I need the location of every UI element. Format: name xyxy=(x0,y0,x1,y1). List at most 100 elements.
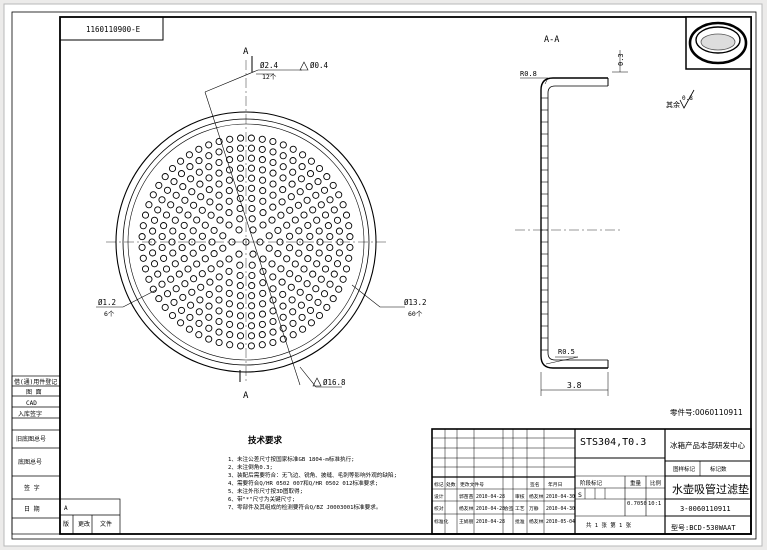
tech-line: 5、未注外形尺寸按3D图取得; xyxy=(228,487,303,495)
perforation-hole xyxy=(162,265,171,273)
perforation-hole xyxy=(300,265,308,273)
perforation-hole xyxy=(329,295,337,303)
perforation-hole xyxy=(279,141,287,149)
perforation-hole xyxy=(317,201,325,209)
perforation-hole xyxy=(259,267,267,275)
perforation-hole xyxy=(207,211,215,219)
perforation-hole xyxy=(315,311,324,320)
rev-label: 版 xyxy=(63,520,69,528)
title-block xyxy=(431,428,752,535)
perforation-hole xyxy=(138,233,146,241)
perforation-hole xyxy=(317,275,325,283)
perforation-hole xyxy=(314,298,322,306)
perforation-hole xyxy=(145,201,153,209)
perforation-hole xyxy=(177,319,185,327)
perforation-hole xyxy=(149,227,157,235)
perforation-hole xyxy=(247,144,256,152)
perforation-hole xyxy=(258,135,266,143)
perforation-hole xyxy=(286,270,294,278)
perforation-hole xyxy=(225,279,233,287)
perforation-hole xyxy=(286,232,294,240)
perforation-hole xyxy=(313,260,321,268)
approval: 工艺 xyxy=(515,506,525,512)
perforation-hole xyxy=(226,320,234,328)
perforation-hole xyxy=(219,232,227,240)
rest-finish-label: 其余 xyxy=(666,100,680,109)
perforation-hole xyxy=(259,187,267,195)
perforation-hole xyxy=(236,302,244,310)
perforation-hole xyxy=(201,221,209,229)
dim-count-6: 6个 xyxy=(104,310,115,318)
perforation-hole xyxy=(289,319,297,327)
perforation-hole xyxy=(339,275,347,283)
part-name: 水壶吸管过滤垫 xyxy=(672,482,749,496)
perforation-hole xyxy=(178,244,186,252)
perforation-hole xyxy=(286,244,294,252)
perforation-hole xyxy=(236,154,245,162)
perforation-hole xyxy=(139,222,147,230)
perforation-hole xyxy=(279,324,287,332)
perforation-hole xyxy=(235,250,243,258)
strip-label: 图 面 xyxy=(26,389,42,396)
date: 2010-04-28 xyxy=(476,494,505,500)
perforation-hole xyxy=(342,211,351,219)
perforation-hole xyxy=(269,158,277,167)
heading-right: 标记数 xyxy=(710,465,727,473)
perforation-hole xyxy=(215,338,223,347)
dim-h3-8: 3.8 xyxy=(567,381,582,390)
perforation-hole xyxy=(335,249,343,257)
revision-grid xyxy=(432,429,575,534)
perforation-hole xyxy=(248,271,256,280)
tech-line: 6、带"*"尺寸为关键尺寸; xyxy=(228,495,295,503)
perforation-hole xyxy=(298,163,306,171)
perforation-hole xyxy=(236,184,244,192)
perforation-hole xyxy=(289,331,297,339)
checker: 杨友林 xyxy=(459,505,474,512)
perforation-hole xyxy=(258,145,266,153)
perforation-hole xyxy=(216,216,224,224)
dim-r0-8: R0.8 xyxy=(520,70,537,78)
perforation-hole xyxy=(196,296,204,304)
perforation-hole xyxy=(324,254,332,262)
perforation-hole xyxy=(216,260,224,268)
perforation-hole xyxy=(186,313,194,321)
perforation-hole xyxy=(258,320,266,328)
perforation-hole xyxy=(247,154,256,162)
perforation-hole xyxy=(177,170,186,178)
strip-label: 日 期 xyxy=(24,505,40,513)
perforation-hole xyxy=(269,296,277,304)
material: STS304,T0.3 xyxy=(580,437,646,448)
perforation-hole xyxy=(236,261,244,269)
perforation-hole xyxy=(286,206,294,214)
perforation-hole xyxy=(162,211,171,219)
perforation-hole xyxy=(195,319,203,327)
perforation-hole xyxy=(323,173,331,181)
left-strip xyxy=(11,375,121,535)
perforation-hole xyxy=(306,306,315,314)
perforation-hole xyxy=(185,151,193,159)
perforation-hole xyxy=(247,322,256,330)
dim-count-60: 60个 xyxy=(408,310,423,318)
perforation-hole xyxy=(258,166,267,174)
perforation-hole xyxy=(312,285,320,293)
perforation-hole xyxy=(315,227,323,235)
perforation-hole xyxy=(205,186,213,194)
perforation-hole xyxy=(279,302,287,310)
rev-label: 文件 xyxy=(100,520,112,528)
perforation-hole xyxy=(269,328,277,336)
perforation-hole xyxy=(198,244,206,252)
perforation-hole xyxy=(172,191,180,199)
perforation-hole xyxy=(226,145,234,153)
perforation-hole xyxy=(306,232,314,240)
perforation-hole xyxy=(225,197,233,205)
perforation-hole xyxy=(215,317,223,326)
perforation-hole xyxy=(295,249,303,257)
role: 设计 xyxy=(434,493,444,500)
perforation-hole xyxy=(296,288,304,296)
rev-header: 签名 xyxy=(530,481,540,488)
perforation-hole xyxy=(210,250,218,258)
scale-label: 比例 xyxy=(650,479,662,487)
perforation-hole xyxy=(205,290,213,298)
perforation-hole xyxy=(346,233,354,241)
strip-label: CAD xyxy=(26,400,37,407)
